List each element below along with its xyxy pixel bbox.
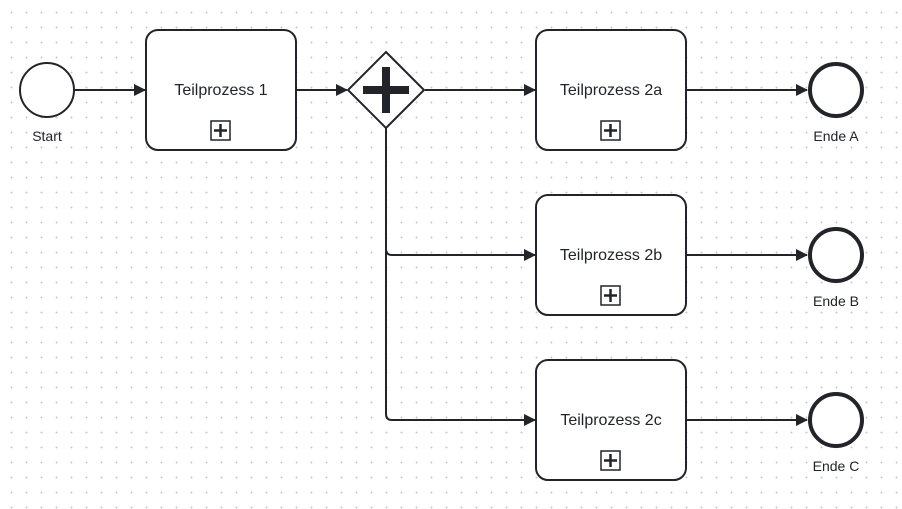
sequence-flows (75, 84, 808, 426)
task-teilprozess-2c[interactable]: Teilprozess 2c (535, 359, 687, 481)
task-label: Teilprozess 2c (560, 412, 661, 429)
end-event-c[interactable]: Ende C (808, 392, 864, 474)
task-box[interactable] (145, 29, 297, 151)
start-event-circle[interactable] (19, 62, 75, 118)
subprocess-plus-icon[interactable] (600, 120, 621, 141)
task-label: Teilprozess 2a (560, 82, 662, 99)
parallel-gateway[interactable] (346, 50, 426, 130)
task-teilprozess-2b[interactable]: Teilprozess 2b (535, 194, 687, 316)
flow-gateway-to-t2c[interactable] (385, 250, 536, 426)
flow-gateway-to-t2b[interactable] (385, 128, 536, 261)
task-teilprozess-1[interactable]: Teilprozess 1 (145, 29, 297, 151)
end-event-label: Ende A (813, 128, 859, 144)
start-event[interactable]: Start (19, 62, 75, 144)
end-event-b[interactable]: Ende B (808, 227, 864, 309)
subprocess-plus-icon[interactable] (600, 450, 621, 471)
task-box[interactable] (535, 29, 687, 151)
end-event-circle[interactable] (808, 392, 864, 448)
start-event-label: Start (32, 128, 62, 144)
end-event-label: Ende C (813, 458, 860, 474)
task-box[interactable] (535, 359, 687, 481)
task-box[interactable] (535, 194, 687, 316)
task-label: Teilprozess 2b (560, 247, 662, 264)
subprocess-plus-icon[interactable] (600, 285, 621, 306)
end-event-label: Ende B (813, 293, 859, 309)
parallel-plus-icon (363, 67, 409, 113)
end-event-a[interactable]: Ende A (808, 62, 864, 144)
task-teilprozess-2a[interactable]: Teilprozess 2a (535, 29, 687, 151)
task-label: Teilprozess 1 (174, 82, 267, 99)
end-event-circle[interactable] (808, 227, 864, 283)
end-event-circle[interactable] (808, 62, 864, 118)
subprocess-plus-icon[interactable] (210, 120, 231, 141)
